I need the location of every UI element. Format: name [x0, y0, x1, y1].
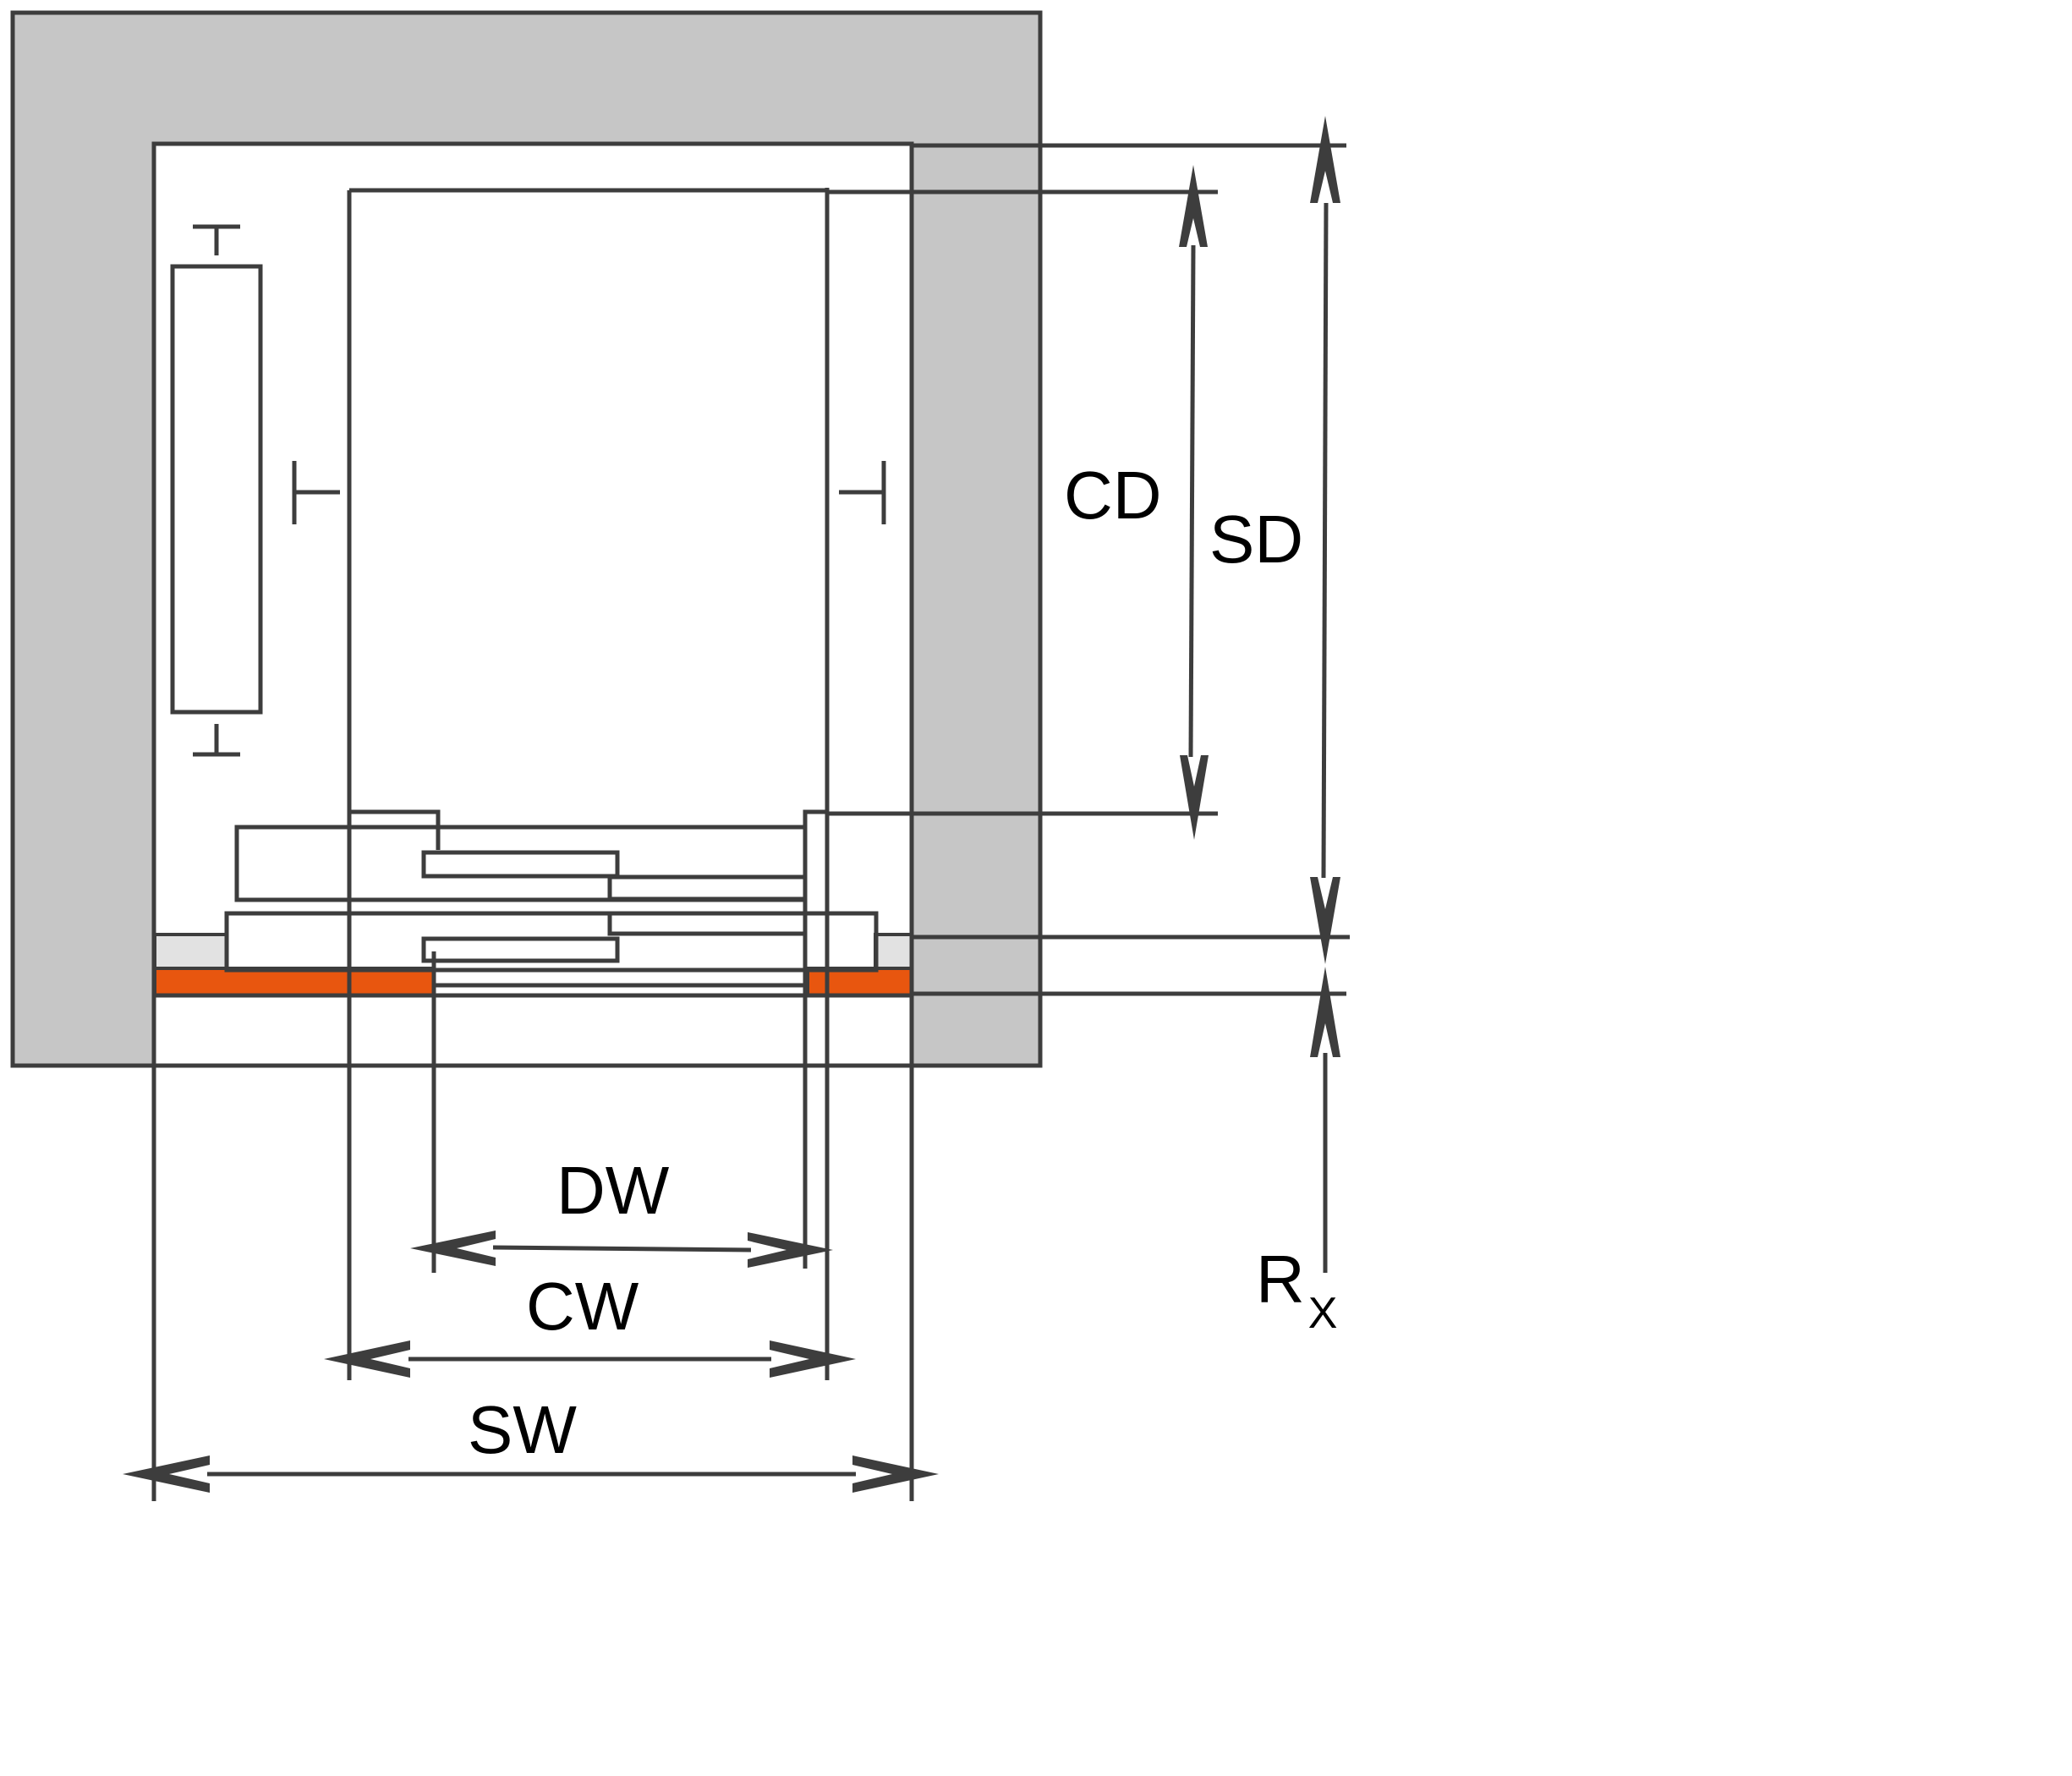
- cw-label: CW: [526, 1269, 639, 1344]
- sd-arrow-bottom: [1310, 877, 1340, 964]
- dw-arrow-left: [410, 1231, 496, 1266]
- rx-label: RX: [1256, 1242, 1337, 1338]
- landing-door-frame: [224, 911, 879, 973]
- landing-door-panel-1: [421, 936, 620, 963]
- landing-door-panel-2: [607, 911, 808, 936]
- cd-arrow-bottom: [1180, 755, 1209, 840]
- sd-arrow-top: [1310, 116, 1340, 203]
- landing-strip-left: [153, 933, 228, 970]
- shaft-interior: [151, 141, 914, 1068]
- rx-label-main: R: [1256, 1242, 1305, 1317]
- cd-dimension: [1179, 165, 1209, 840]
- cw-arrow-right: [770, 1340, 856, 1378]
- door-sill-right: [806, 967, 913, 997]
- rx-dimension: [1310, 967, 1340, 1273]
- counterweight-body: [170, 264, 263, 715]
- car-door-panel-1: [421, 850, 620, 879]
- landing-strip-right: [874, 933, 913, 970]
- rx-label-sub: X: [1308, 1289, 1338, 1338]
- dw-arrow-right: [748, 1232, 833, 1268]
- car-guide-rail-right: [839, 461, 886, 524]
- dw-dimension: [410, 1231, 833, 1268]
- door-assembly: [224, 825, 879, 1273]
- cd-arrow-top: [1179, 165, 1208, 247]
- car-door-panel-2: [607, 874, 808, 902]
- counterweight: [170, 224, 263, 757]
- dw-label: DW: [556, 1153, 670, 1228]
- cd-label: CD: [1064, 458, 1162, 533]
- sd-dimension: [1310, 116, 1340, 964]
- rx-arrow-top: [1310, 967, 1340, 1057]
- sd-label: SD: [1209, 502, 1303, 577]
- sw-label: SW: [468, 1392, 577, 1467]
- cw-arrow-left: [324, 1340, 410, 1378]
- sw-dimension: [123, 1455, 939, 1493]
- door-sill-left: [153, 967, 436, 997]
- cw-dimension: [324, 1340, 856, 1378]
- car-guide-rail-left: [292, 461, 340, 524]
- sw-arrow-right: [852, 1455, 939, 1493]
- sw-arrow-left: [123, 1455, 210, 1493]
- elevator-car: [347, 188, 830, 1380]
- car-door-frame: [234, 825, 808, 902]
